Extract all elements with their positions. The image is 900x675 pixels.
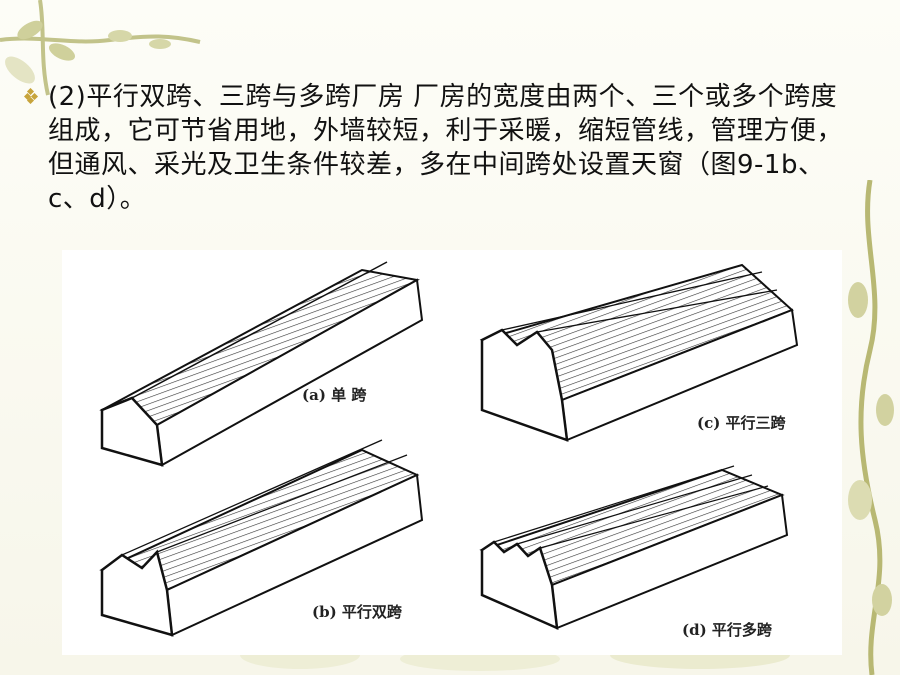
building-double-span	[99, 439, 424, 637]
caption-b: (b) 平行双跨	[312, 603, 403, 621]
vine-decoration-top-left	[0, 0, 201, 96]
caption-c: (c) 平行三跨	[697, 414, 787, 432]
building-single-span	[99, 261, 424, 467]
building-multi-span	[479, 465, 789, 631]
figure-illustration: (a) 单 跨 (b) 平行双跨 (c) 平行三跨	[99, 261, 799, 639]
caption-a: (a) 单 跨	[302, 386, 367, 404]
bullet-paragraph: (2)平行双跨、三跨与多跨厂房 厂房的宽度由两个、三个或多个跨度组成，它可节省用…	[24, 80, 844, 216]
diamond-bullet-icon	[24, 88, 39, 104]
building-triple-span	[479, 263, 799, 442]
vine-decoration-right	[848, 180, 894, 675]
body-text: (2)平行双跨、三跨与多跨厂房 厂房的宽度由两个、三个或多个跨度组成，它可节省用…	[48, 82, 844, 214]
caption-d: (d) 平行多跨	[682, 621, 773, 639]
factory-roof-figure: (a) 单 跨 (b) 平行双跨 (c) 平行三跨	[62, 250, 842, 655]
